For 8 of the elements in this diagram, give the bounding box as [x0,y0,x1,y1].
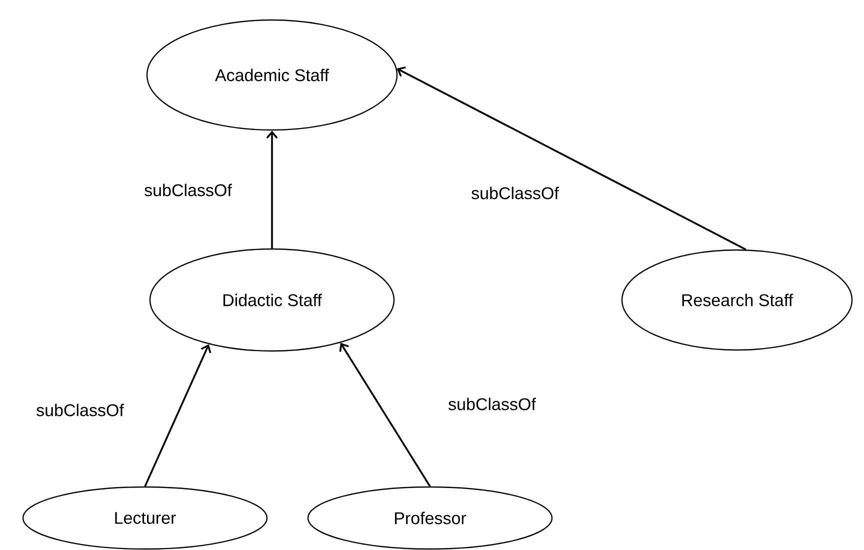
arrow [144,344,212,487]
arrow [266,130,278,248]
arrow [396,66,746,250]
edge-label: subClassOf [143,182,233,198]
edge-label: subClassOf [447,396,537,412]
arrow [339,342,431,487]
edge-label: subClassOf [470,186,560,200]
edge-label: subClassOf [35,402,125,418]
